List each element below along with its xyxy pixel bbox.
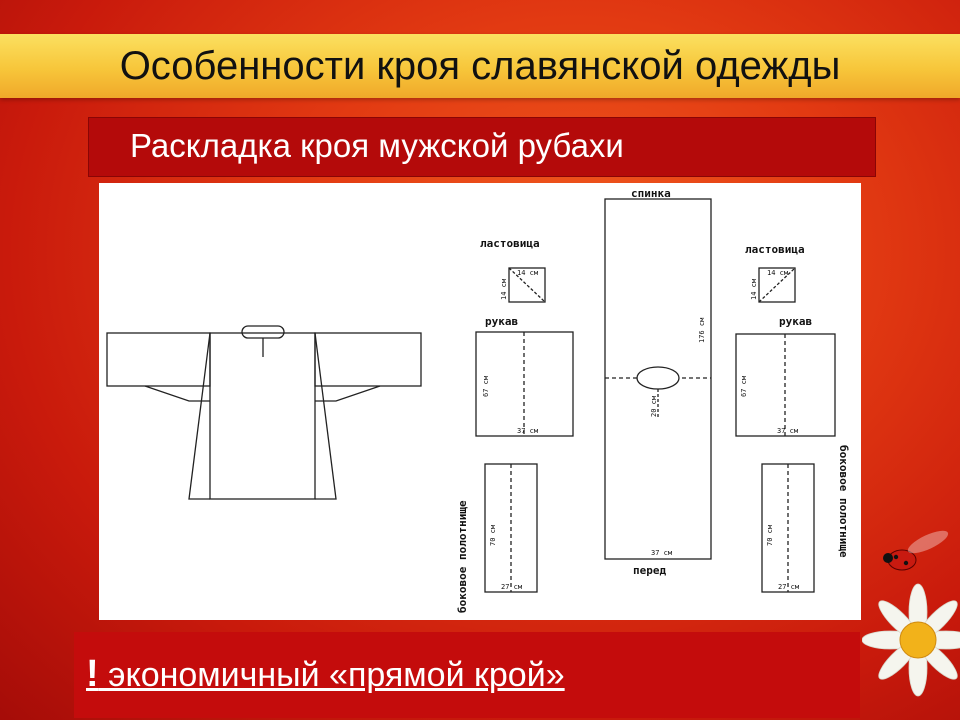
label-front: перед	[633, 564, 666, 577]
cut-layout-svg: ластовица ластовица рукав рукав спинка п…	[106, 187, 850, 613]
gusset-left-diagonal	[508, 267, 546, 303]
measure-sleeve-height-right: 67 см	[740, 375, 748, 397]
measure-side-height-right: 70 см	[766, 524, 774, 546]
note-text: экономичный «прямой крой»	[98, 656, 565, 694]
label-gusset-left: ластовица	[480, 237, 540, 250]
slide-subtitle: Раскладка кроя мужской рубахи	[130, 127, 624, 164]
title-bar	[0, 34, 960, 98]
gusset-left-piece	[508, 267, 546, 303]
label-side-left: боковое полотнище	[456, 500, 469, 613]
measure-side-height-left: 70 см	[489, 524, 497, 546]
slide-title: Особенности кроя славянской одежды	[119, 44, 841, 88]
label-sleeve-right: рукав	[779, 315, 812, 328]
measure-sleeve-height-left: 67 см	[482, 375, 490, 397]
gusset-right-diagonal	[758, 267, 796, 303]
shirt-left-sleeve	[106, 332, 211, 387]
measure-sleeve-width-right: 37 см	[777, 427, 799, 435]
measure-gusset-side-left: 14 см	[500, 278, 508, 300]
note-bar	[74, 632, 860, 718]
measure-body-length: 176 см	[698, 317, 706, 343]
ladybug-icon	[883, 530, 949, 571]
shirt-right-side-panel	[314, 332, 337, 500]
label-sleeve-left: рукав	[485, 315, 518, 328]
daisy-icon	[862, 583, 960, 697]
note-mark: !	[86, 653, 99, 695]
label-back: спинка	[631, 187, 671, 200]
subtitle-bar	[88, 117, 876, 177]
shirt-left-gusset	[144, 385, 210, 402]
label-gusset-right: ластовица	[745, 243, 805, 256]
gusset-right-piece	[758, 267, 796, 303]
body-piece	[604, 198, 712, 560]
daisy-ladybug-decoration	[862, 530, 960, 697]
shirt-drawing	[106, 325, 422, 500]
measure-side-width-right: 27 см	[778, 583, 800, 591]
shirt-right-sleeve	[314, 332, 422, 387]
neck-opening	[636, 366, 680, 390]
measure-gusset-side-right: 14 см	[750, 278, 758, 300]
shirt-collar	[241, 325, 285, 339]
shirt-left-side-panel	[188, 332, 211, 500]
measure-neck-depth: 20 см	[650, 395, 658, 417]
measure-side-width-left: 27 см	[501, 583, 523, 591]
measure-gusset-top-right: 14 см	[767, 269, 789, 277]
measure-sleeve-width-left: 37 см	[517, 427, 539, 435]
measure-body-width: 37 см	[651, 549, 673, 557]
shirt-right-gusset	[315, 385, 381, 402]
measure-gusset-top-left: 14 см	[517, 269, 539, 277]
label-side-right: боковое полотнище	[837, 445, 850, 558]
shirt-body	[209, 332, 316, 500]
cut-layout-diagram: ластовица ластовица рукав рукав спинка п…	[99, 183, 861, 620]
note: ! экономичный «прямой крой»	[86, 648, 565, 701]
